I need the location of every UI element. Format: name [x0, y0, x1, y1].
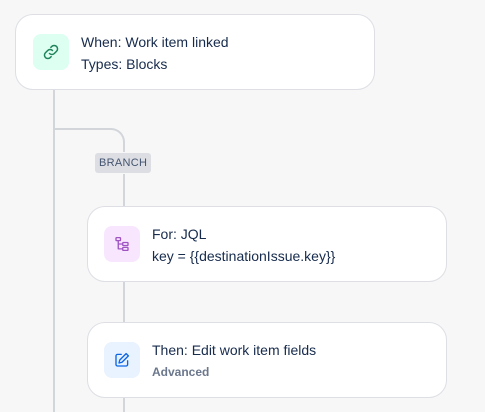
- then-edit-card[interactable]: Then: Edit work item fields Advanced: [87, 322, 447, 398]
- trigger-title: When: Work item linked: [81, 34, 229, 50]
- then-title: Then: Edit work item fields: [152, 342, 317, 358]
- branch-connector-after-then: [123, 397, 125, 412]
- main-flow-connector: [53, 89, 55, 412]
- for-jql-query: key = {{destinationIssue.key}}: [152, 248, 336, 264]
- then-icon-box: [104, 342, 140, 378]
- branch-connector-to-for: [123, 174, 125, 207]
- branch-connector-curve: [53, 128, 125, 152]
- branch-structure-icon: [115, 236, 129, 252]
- for-jql-card[interactable]: For: JQL key = {{destinationIssue.key}}: [87, 206, 447, 282]
- trigger-subtitle: Types: Blocks: [81, 56, 168, 72]
- branch-connector-for-to-then: [123, 281, 125, 323]
- trigger-icon-box: [33, 34, 69, 70]
- for-title: For: JQL: [152, 226, 207, 242]
- link-icon: [43, 44, 59, 60]
- then-subtitle: Advanced: [152, 365, 210, 379]
- trigger-card[interactable]: When: Work item linked Types: Blocks: [15, 14, 375, 90]
- for-icon-box: [104, 226, 140, 262]
- edit-icon: [115, 352, 130, 367]
- branch-label: BRANCH: [95, 153, 152, 173]
